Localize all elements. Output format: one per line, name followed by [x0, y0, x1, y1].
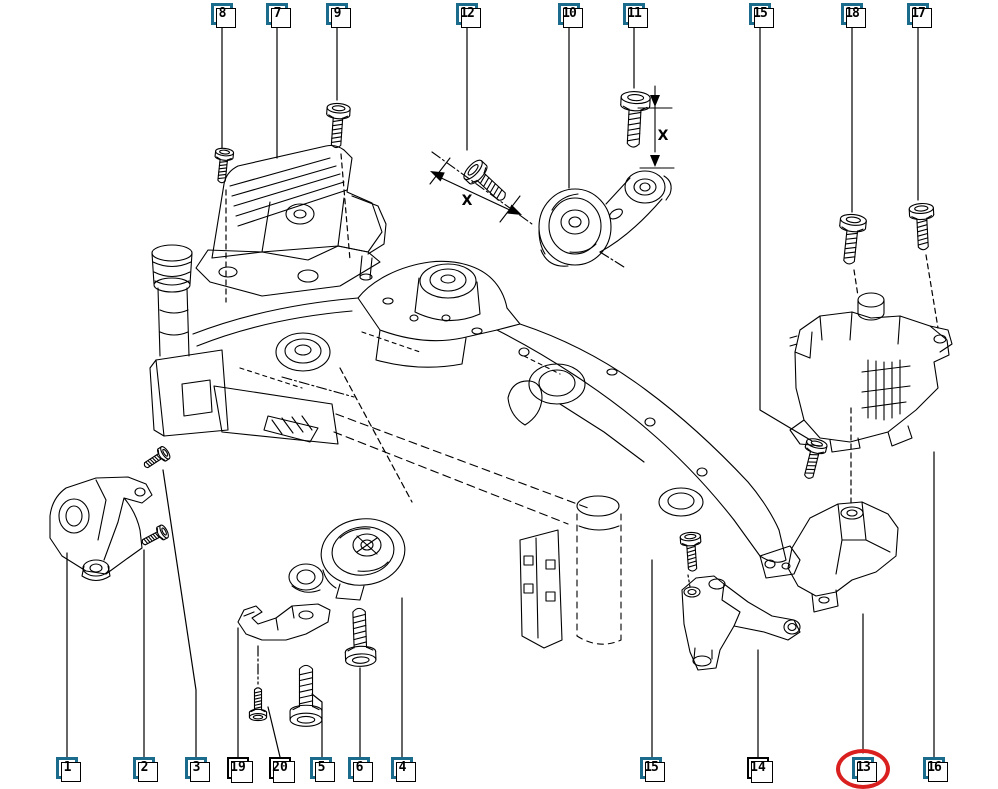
part-16-gearbox-mount — [789, 292, 953, 453]
part-callout-2[interactable]: 2 — [133, 757, 158, 782]
part-14-bracket — [681, 575, 801, 671]
part-17-bolt — [908, 202, 937, 251]
part-20-bolt — [248, 687, 268, 722]
part-4-lower-mount — [288, 518, 406, 601]
part-callout-17[interactable]: 17 — [907, 3, 932, 28]
dimension-label-x: X — [461, 193, 473, 209]
part-2-bolt — [138, 523, 171, 550]
part-callout-9[interactable]: 9 — [326, 3, 351, 28]
part-callout-5[interactable]: 5 — [310, 757, 335, 782]
part-callout-8[interactable]: 8 — [211, 3, 236, 28]
part-callout-15[interactable]: 15 — [749, 3, 774, 28]
part-callout-12[interactable]: 12 — [456, 3, 481, 28]
part-15-bolt-bottom — [679, 531, 704, 573]
part-callout-11[interactable]: 11 — [623, 3, 648, 28]
part-3-bolt — [140, 444, 172, 473]
part-callout-3[interactable]: 3 — [185, 757, 210, 782]
part-6-bolt — [343, 607, 377, 668]
part-callout-6[interactable]: 6 — [348, 757, 373, 782]
part-subframe — [149, 244, 787, 649]
part-10-torque-rod — [538, 170, 672, 267]
part-callout-14[interactable]: 14 — [747, 757, 773, 783]
part-11-bolt — [617, 90, 652, 149]
part-1-engine-mount-bracket — [49, 476, 153, 582]
part-callout-13[interactable]: 13 — [852, 757, 877, 782]
dimension-annotations — [429, 85, 675, 225]
leader-lines — [66, 25, 939, 758]
part-18-bolt — [835, 212, 868, 266]
part-callout-16[interactable]: 16 — [923, 757, 948, 782]
part-19-bracket — [237, 603, 331, 641]
part-5-bolt — [289, 664, 323, 728]
part-callout-10[interactable]: 10 — [558, 3, 583, 28]
part-15-bolt-top — [797, 436, 829, 482]
part-callout-18[interactable]: 18 — [841, 3, 866, 28]
part-callout-1[interactable]: 1 — [56, 757, 81, 782]
part-callout-7[interactable]: 7 — [266, 3, 291, 28]
part-9-bolt — [323, 102, 352, 149]
part-callout-15[interactable]: 15 — [640, 757, 665, 782]
part-13-bracket — [759, 501, 899, 613]
part-callout-20[interactable]: 20 — [269, 757, 295, 783]
part-callout-19[interactable]: 19 — [227, 757, 253, 783]
part-callout-4[interactable]: 4 — [391, 757, 416, 782]
part-8-bolt — [211, 147, 235, 185]
dimension-label-x: X — [657, 128, 669, 144]
